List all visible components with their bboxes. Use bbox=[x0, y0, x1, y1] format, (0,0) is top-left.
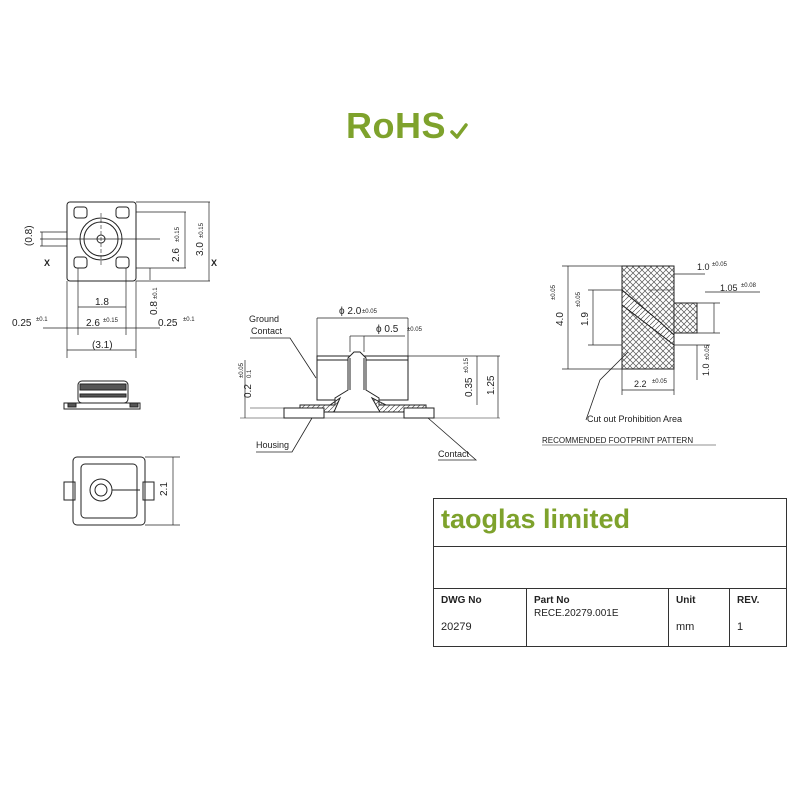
tol-2.6-width: ±0.15 bbox=[103, 318, 119, 324]
tol-fp-1.0-side: ±0.05 bbox=[705, 344, 711, 360]
company-row: taoglas limited bbox=[434, 499, 786, 547]
connector-top-view bbox=[40, 201, 210, 358]
checkmark-icon bbox=[450, 123, 468, 139]
dim-fp-2.2: 2.2 bbox=[634, 379, 647, 389]
dim-fp-4.0: 4.0 bbox=[555, 312, 566, 326]
dim-phi-0.5: ϕ 0.5 bbox=[376, 324, 399, 335]
dim-fp-1.9: 1.9 bbox=[580, 312, 591, 326]
part-no-cell: Part No RECE.20279.001E bbox=[527, 589, 669, 646]
tol-fp-2.2: ±0.05 bbox=[652, 379, 668, 385]
dim-0.25-right: 0.25 bbox=[158, 318, 178, 329]
dim-2.6-width: 2.6 bbox=[86, 318, 100, 329]
footprint-title: RECOMMENDED FOOTPRINT PATTERN bbox=[542, 436, 693, 445]
footprint-text: 1.0 ±0.05 1.05 ±0.08 4.0 ±0.05 1.9 ±0.05… bbox=[542, 262, 757, 446]
dim-2.1: 2.1 bbox=[159, 482, 170, 496]
footprint-pattern bbox=[562, 265, 760, 421]
rohs-logo: RoHS bbox=[346, 104, 468, 148]
unit-value: mm bbox=[676, 621, 695, 633]
tol-fp-4.0: ±0.05 bbox=[551, 284, 557, 300]
dwg-no-cell: DWG No 20279 bbox=[434, 589, 527, 646]
section-mark-left: X bbox=[44, 258, 50, 268]
tol-0.2: ±0.05 bbox=[239, 362, 245, 378]
tol-0.2b: 0.1 bbox=[247, 369, 253, 378]
dim-0.25-left: 0.25 bbox=[12, 318, 32, 329]
tol-fp-1.05: ±0.08 bbox=[741, 283, 757, 289]
dim-phi-2.0: ϕ 2.0 bbox=[339, 306, 362, 317]
part-no-value: RECE.20279.001E bbox=[534, 608, 619, 619]
section-mark-right: X bbox=[211, 258, 217, 268]
section-view-text: Ground Contact Housing Contact ϕ 2.0 ±0.… bbox=[239, 306, 497, 459]
title-block: taoglas limited DWG No 20279 Part No REC… bbox=[433, 498, 787, 647]
tol-3.0: ±0.15 bbox=[199, 222, 205, 238]
tol-phi-0.5: ±0.05 bbox=[407, 327, 423, 333]
tol-fp-1.9: ±0.05 bbox=[576, 291, 582, 307]
tol-fp-1.0-top: ±0.05 bbox=[712, 262, 728, 268]
dim-1.25: 1.25 bbox=[486, 375, 497, 395]
dim-0.2: 0.2 bbox=[243, 384, 254, 398]
unit-label: Unit bbox=[676, 595, 696, 606]
dim-0.8: (0.8) bbox=[24, 225, 35, 246]
tol-0.25-right: ±0.1 bbox=[183, 317, 195, 323]
rohs-text: RoHS bbox=[346, 105, 446, 146]
top-view-dimension-text: (0.8) 2.6 ±0.15 3.0 ±0.15 1.8 0.8 ±0.1 0… bbox=[12, 222, 217, 351]
tol-phi-2.0: ±0.05 bbox=[362, 309, 378, 315]
housing-label: Housing bbox=[256, 440, 289, 450]
ground-contact-label-1: Ground bbox=[249, 314, 279, 324]
tol-0.35: ±0.15 bbox=[464, 357, 470, 373]
rev-cell: REV. 1 bbox=[730, 589, 786, 646]
dim-3.0: 3.0 bbox=[195, 242, 206, 256]
rev-label: REV. bbox=[737, 595, 760, 606]
title-block-blank-row bbox=[434, 547, 786, 589]
tol-2.6: ±0.15 bbox=[175, 226, 181, 242]
connector-section-view bbox=[240, 317, 500, 461]
contact-label: Contact bbox=[438, 449, 470, 459]
dim-fp-1.0-top: 1.0 bbox=[697, 262, 710, 272]
dim-0.35: 0.35 bbox=[464, 377, 475, 397]
connector-bottom-view bbox=[63, 456, 180, 526]
dim-3.1: (3.1) bbox=[92, 340, 113, 351]
company-name: taoglas limited bbox=[441, 504, 631, 534]
part-no-label: Part No bbox=[534, 595, 570, 606]
dim-2.6: 2.6 bbox=[171, 248, 182, 262]
cutout-label: Cut out Prohibition Area bbox=[587, 414, 682, 424]
dim-fp-1.0-side: 1.0 bbox=[701, 363, 711, 376]
dwg-no-value: 20279 bbox=[441, 621, 472, 633]
connector-side-view bbox=[63, 380, 141, 410]
unit-cell: Unit mm bbox=[669, 589, 730, 646]
dim-0.8b: 0.8 bbox=[149, 301, 160, 315]
dwg-no-label: DWG No bbox=[441, 595, 482, 606]
dim-1.8: 1.8 bbox=[95, 297, 109, 308]
tol-0.25-left: ±0.1 bbox=[36, 317, 48, 323]
rev-value: 1 bbox=[737, 621, 744, 633]
dim-fp-1.05: 1.05 bbox=[720, 283, 738, 293]
ground-contact-label-2: Contact bbox=[251, 326, 283, 336]
tol-0.8b: ±0.1 bbox=[153, 287, 159, 299]
